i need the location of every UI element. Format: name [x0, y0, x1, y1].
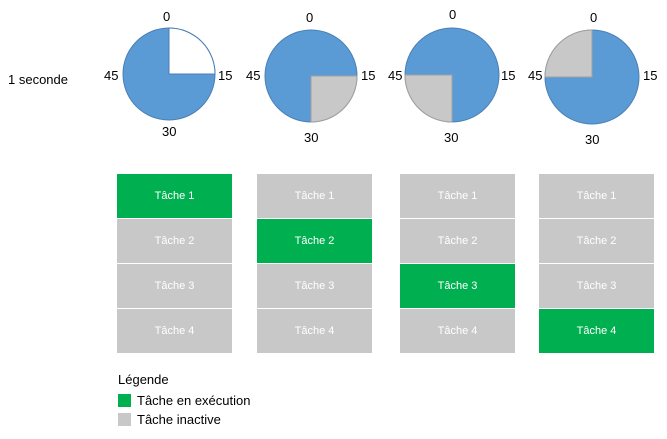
task-4-cell: Tâche 4 [400, 309, 515, 353]
task-4-cell: Tâche 4 [117, 309, 232, 353]
task-4-cell: Tâche 4 [257, 309, 372, 353]
task-3-cell: Tâche 3 [257, 264, 372, 308]
clock-4-label-left: 45 [528, 68, 543, 83]
clock-1-label-right: 15 [218, 68, 233, 83]
legend-title: Légende [118, 372, 169, 387]
clock-3-label-right: 15 [501, 68, 516, 83]
legend-item-running: Tâche en exécution [118, 393, 250, 408]
legend-swatch-running [118, 394, 131, 407]
legend-swatch-inactive [118, 413, 131, 426]
clock-4-label-right: 15 [643, 68, 658, 83]
clock-slice-highlight [168, 27, 216, 75]
clock-1-label-left: 45 [104, 68, 119, 83]
clock-2-label-right: 15 [361, 68, 376, 83]
legend-label-running: Tâche en exécution [137, 393, 251, 408]
clock-1-pie [122, 27, 216, 121]
task-1-cell: Tâche 1 [539, 174, 654, 218]
clock-2-label-top: 0 [306, 10, 314, 25]
task-1-cell: Tâche 1 [400, 174, 515, 218]
clock-slice-highlight [544, 29, 593, 78]
clock-1-label-bottom: 30 [162, 124, 177, 139]
task-4-cell: Tâche 4 [539, 309, 654, 353]
task-1-cell: Tâche 1 [257, 174, 372, 218]
clock-4-pie [544, 29, 640, 125]
task-3-cell: Tâche 3 [400, 264, 515, 308]
clock-3-label-left: 45 [388, 68, 403, 83]
clock-1-label-top: 0 [163, 9, 171, 24]
legend-label-inactive: Tâche inactive [137, 412, 221, 427]
task-1-cell: Tâche 1 [117, 174, 232, 218]
clock-slice-highlight [404, 74, 453, 123]
clock-4-label-bottom: 30 [585, 132, 600, 147]
task-2-cell: Tâche 2 [117, 219, 232, 263]
row-label: 1 seconde [8, 72, 68, 87]
clock-3-pie [404, 27, 500, 123]
clock-2-pie [264, 29, 358, 123]
legend-item-inactive: Tâche inactive [118, 412, 221, 427]
clock-slice-highlight [310, 75, 358, 123]
clock-2-label-left: 45 [246, 68, 261, 83]
task-2-cell: Tâche 2 [539, 219, 654, 263]
task-2-cell: Tâche 2 [257, 219, 372, 263]
task-2-cell: Tâche 2 [400, 219, 515, 263]
clock-2-label-bottom: 30 [304, 130, 319, 145]
clock-4-label-top: 0 [590, 10, 598, 25]
clock-3-label-top: 0 [449, 7, 457, 22]
clock-3-label-bottom: 30 [444, 130, 459, 145]
task-3-cell: Tâche 3 [117, 264, 232, 308]
task-3-cell: Tâche 3 [539, 264, 654, 308]
